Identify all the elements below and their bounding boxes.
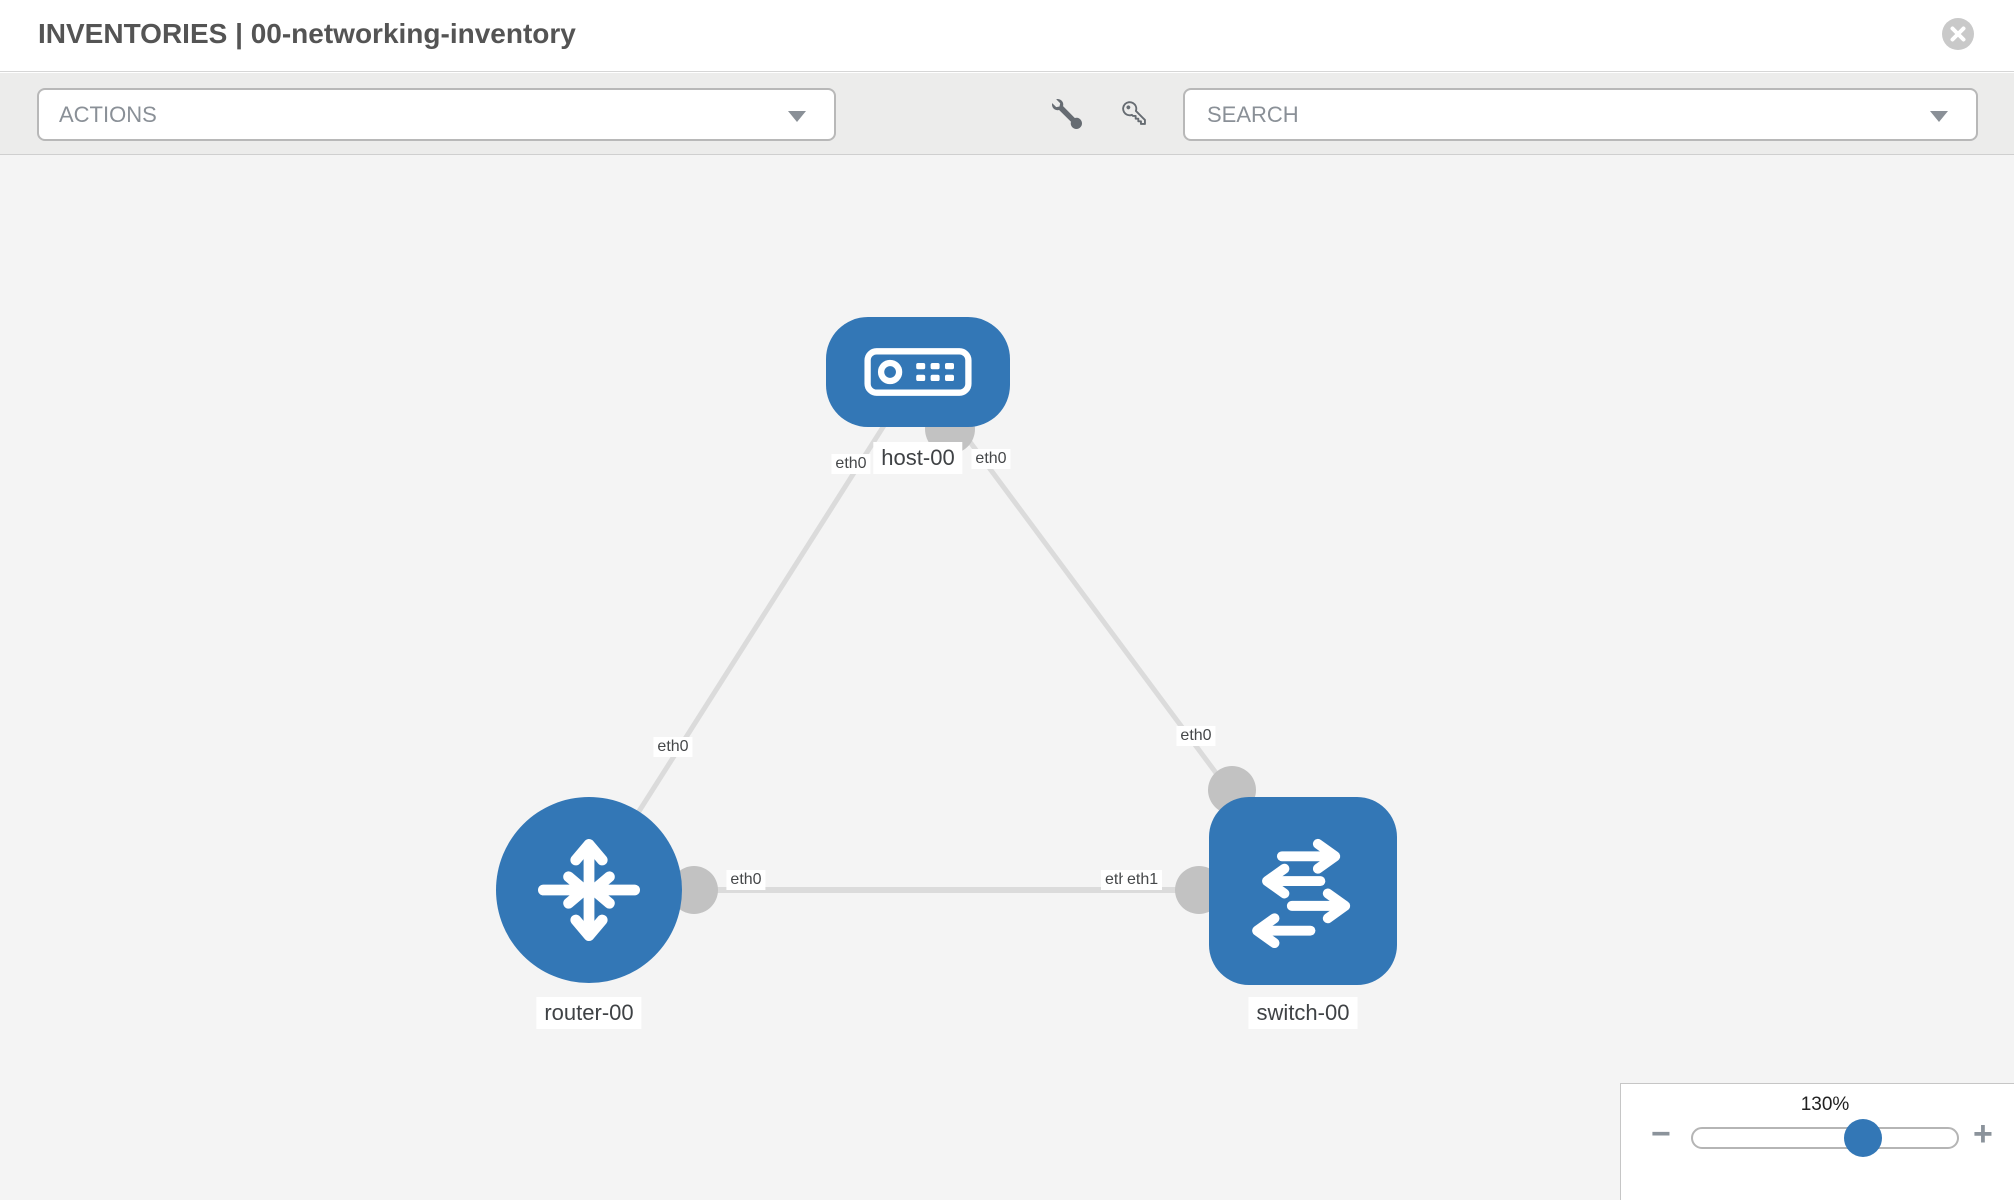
- zoom-control-panel: 130% − +: [1620, 1083, 2014, 1200]
- node-router-00[interactable]: [496, 797, 682, 983]
- port-label-eth0: eth0: [831, 454, 871, 474]
- search-dropdown[interactable]: SEARCH: [1183, 88, 1978, 141]
- port-connector-router: [670, 866, 718, 914]
- page-title: INVENTORIES | 00-networking-inventory: [38, 18, 576, 49]
- server-icon: [864, 348, 972, 396]
- wrench-icon[interactable]: [1052, 99, 1082, 129]
- port-label-eth0: eth0: [726, 870, 766, 890]
- port-label-eth0: eth0: [971, 449, 1011, 469]
- node-switch-00[interactable]: [1209, 797, 1397, 985]
- close-button[interactable]: [1942, 18, 1974, 50]
- node-host-00[interactable]: [826, 317, 1010, 427]
- zoom-level: 130%: [1800, 1094, 1850, 1115]
- zoom-out-button[interactable]: −: [1651, 1115, 1671, 1153]
- toolbar: ACTIONS SEARCH: [0, 73, 2014, 155]
- router-arrows-icon: [538, 839, 640, 941]
- node-label-host: host-00: [873, 442, 963, 474]
- port-label-eth0: eth0: [653, 737, 693, 757]
- key-icon[interactable]: [1120, 99, 1150, 129]
- search-placeholder: SEARCH: [1207, 101, 1299, 127]
- node-label-switch: switch-00: [1248, 997, 1358, 1029]
- zoom-slider[interactable]: [1691, 1119, 1959, 1157]
- chevron-down-icon: [1930, 111, 1948, 122]
- zoom-in-button[interactable]: +: [1973, 1115, 1993, 1153]
- switch-arrows-icon: [1252, 838, 1351, 949]
- actions-dropdown-label: ACTIONS: [59, 101, 157, 127]
- node-label-router: router-00: [536, 997, 642, 1029]
- topology-canvas[interactable]: host-00 router-00 switch-00 eth0 eth0 et…: [0, 155, 2014, 1200]
- chevron-down-icon: [788, 111, 806, 122]
- header-bar: INVENTORIES | 00-networking-inventory: [0, 0, 2014, 72]
- port-label-eth0: eth0: [1176, 726, 1216, 746]
- zoom-slider-handle[interactable]: [1844, 1119, 1883, 1157]
- close-icon: [1950, 26, 1966, 42]
- actions-dropdown[interactable]: ACTIONS: [37, 88, 836, 141]
- links-layer: [586, 370, 1306, 914]
- port-label-eth1: eth1: [1123, 870, 1163, 890]
